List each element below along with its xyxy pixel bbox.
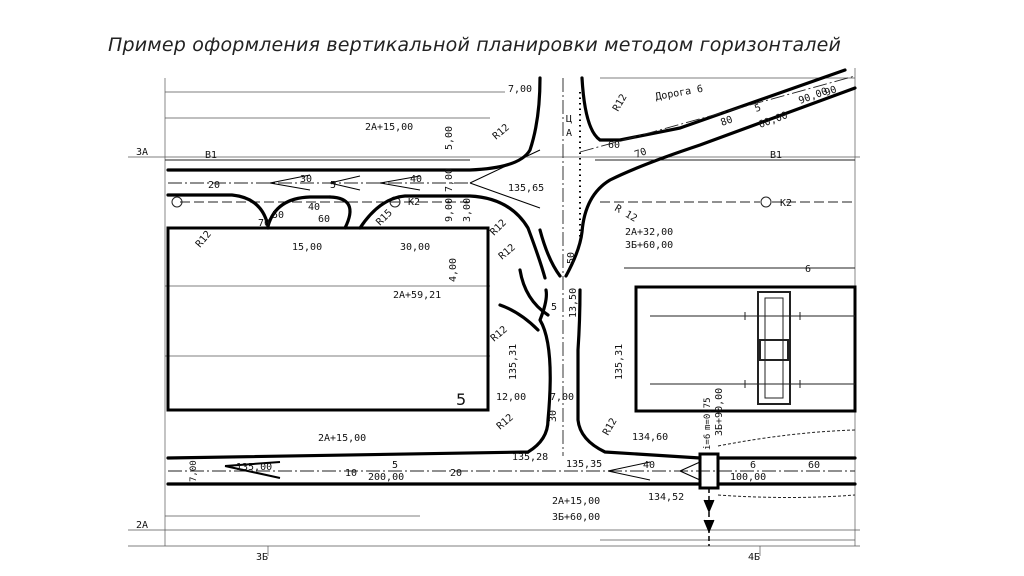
slope-chevrons-top [224, 149, 701, 481]
slope-50: 50 [272, 210, 284, 221]
radius-9: R15 [374, 208, 395, 229]
slope-10: 10 [345, 468, 357, 479]
dim-2a15-bottom: 2А+15,00 [318, 433, 366, 444]
axis-mark-a: А [566, 128, 572, 139]
dim-9-vert: 9,00 [444, 198, 455, 222]
slope-5b: 5 [753, 102, 762, 114]
radius-2: R12 [611, 92, 630, 113]
grid-label-3a: 3А [136, 147, 148, 158]
slope-60a: 60 [318, 214, 330, 225]
slope-80: 80 [719, 114, 734, 128]
radius-5: R12 [497, 242, 518, 262]
dim-2a5921: 2А+59,21 [393, 290, 441, 301]
slope-40c: 40 [643, 460, 655, 471]
page-title: Пример оформления вертикальной планировк… [108, 34, 842, 56]
grid-label-4b: 4Б [748, 552, 760, 563]
building-number: 5 [456, 390, 466, 409]
slope-30: 30 [300, 174, 312, 185]
slope-90: 90 [823, 84, 838, 98]
slope-20: 20 [208, 180, 220, 191]
dim-5-vert: 5,00 [444, 126, 455, 150]
dim-7-vert: 7,00 [444, 168, 455, 192]
equipment-scheme [650, 291, 855, 405]
dim-30: 30,00 [400, 242, 430, 253]
elev-10000: 100,00 [730, 472, 766, 483]
dim-3b90: 3Б+90,00 [714, 388, 725, 436]
elev-13531-right: 135,31 [614, 344, 625, 380]
road-outlines [166, 68, 857, 486]
slope-6: 6 [750, 460, 756, 471]
drain-structure [698, 429, 856, 546]
building-right [634, 285, 857, 413]
dim-12: 12,00 [496, 392, 526, 403]
slope-70: 70 [258, 218, 270, 229]
slope-70b: 70 [633, 146, 648, 160]
elev-13531-left: 135,31 [508, 344, 519, 380]
slope-30b: 30 [548, 410, 559, 422]
dim-2a15-top: 2А+15,00 [365, 122, 413, 133]
b1-label-left: В1 [205, 150, 217, 161]
slope-60b: 60 [608, 140, 620, 151]
slope-5a: 5 [330, 180, 336, 191]
building-5 [166, 226, 490, 412]
radius-6: R12 [489, 324, 510, 344]
radius-4: R12 [488, 218, 509, 239]
elev-13535: 135,35 [566, 459, 602, 470]
utility-lines [165, 159, 855, 208]
dim-3b60-mid: 3Б+60,00 [625, 240, 673, 251]
slope-5c: 5 [551, 302, 557, 313]
k2-label-left: К2 [408, 197, 420, 208]
dim-3-vert: 3,00 [462, 198, 473, 222]
slope-40a: 40 [410, 174, 422, 185]
dim-7-top: 7,00 [508, 84, 532, 95]
dim-3b60-bottom: 3Б+60,00 [552, 512, 600, 523]
radius-1: R12 [491, 122, 512, 142]
radius-7: R12 [495, 412, 516, 432]
road-axes [168, 75, 856, 472]
elev-13500: 135,00 [236, 462, 272, 473]
b1-label-right: В1 [770, 150, 782, 161]
elev-13528: 135,28 [512, 452, 548, 463]
axis-mark-c: Ц [566, 114, 572, 125]
elev-13565: 135,65 [508, 183, 544, 194]
radius-10: R 12 [613, 203, 639, 225]
dim-2a32: 2А+32,00 [625, 227, 673, 238]
radius-8: R12 [601, 416, 620, 437]
slope-60c: 60 [808, 460, 820, 471]
grid-lines [128, 68, 860, 556]
dim-2a15-lower: 2А+15,00 [552, 496, 600, 507]
elev-20000: 200,00 [368, 472, 404, 483]
dim-13550: 13,50 [568, 288, 579, 318]
road-name: Дорога 6 [655, 84, 704, 103]
radius-3: R12 [194, 229, 214, 250]
grid-label-3b: 3Б [256, 552, 268, 563]
slope-20b: 20 [450, 468, 462, 479]
dim-7-left: 7,00 [189, 460, 199, 482]
dim-i6: i=6 [703, 434, 713, 450]
dim-7-mid: 7,00 [550, 392, 574, 403]
pipe-label: 6 [805, 264, 811, 275]
elev-13452: 134,52 [648, 492, 684, 503]
dim-15: 15,00 [292, 242, 322, 253]
grid-label-2a: 2А [136, 520, 148, 531]
slope-50b: 50 [566, 252, 577, 264]
dim-m075: m=0,75 [703, 397, 713, 430]
slope-5d: 5 [392, 460, 398, 471]
dim-4-vert: 4,00 [448, 258, 459, 282]
elev-6000: 60,00 [757, 110, 789, 131]
k2-label-right: К2 [780, 198, 792, 209]
elev-13460: 134,60 [632, 432, 668, 443]
slope-40b: 40 [308, 202, 320, 213]
